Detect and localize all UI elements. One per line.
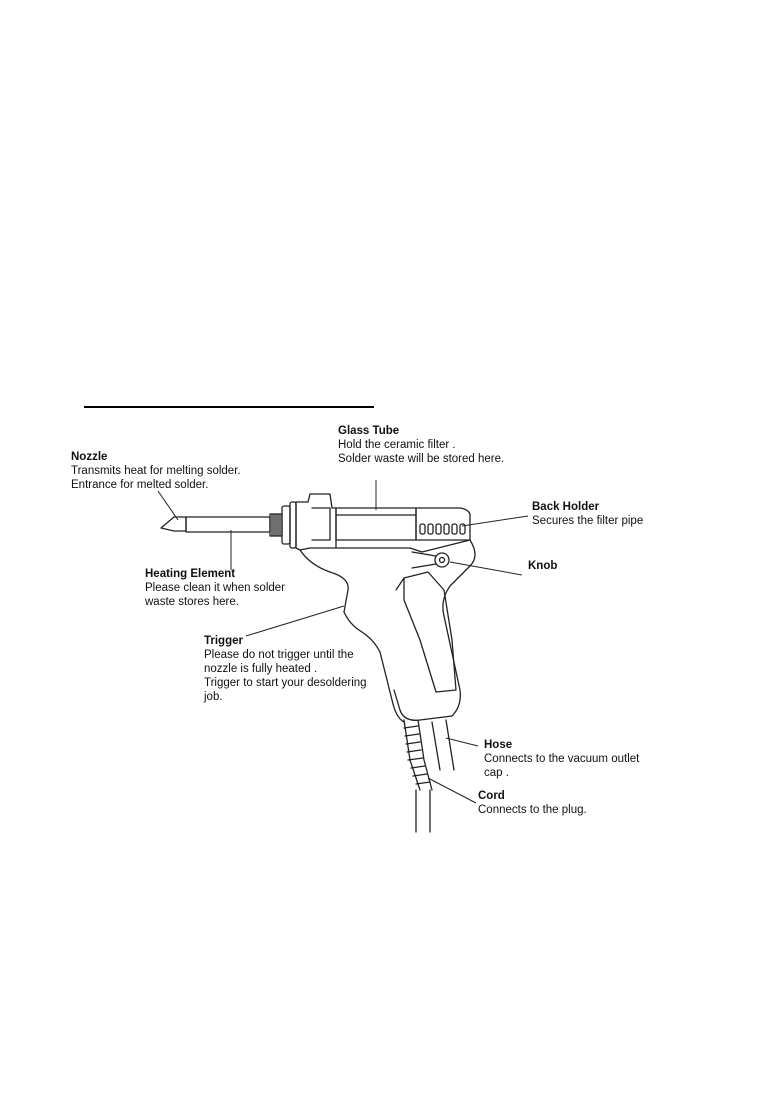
- glass-tube-desc-2: Solder waste will be stored here.: [338, 453, 505, 465]
- nozzle-desc-2: Entrance for melted solder.: [71, 479, 209, 491]
- cord-strain-relief: [403, 719, 433, 791]
- trigger-title: Trigger: [204, 635, 243, 647]
- cord-desc-1: Connects to the plug.: [478, 804, 587, 816]
- back-holder-desc-1: Secures the filter pipe: [532, 515, 644, 527]
- trigger-guard: [343, 611, 405, 723]
- trigger-desc-1: Please do not trigger until the: [204, 649, 354, 661]
- heating-element-desc-1: Please clean it when solder: [145, 582, 285, 594]
- nozzle-tip: [160, 516, 187, 532]
- glass-tube-desc-1: Hold the ceramic filter .: [338, 439, 456, 451]
- body-frame: [335, 539, 471, 553]
- cord-label: Cord Connects to the plug.: [478, 789, 587, 817]
- back-holder: [415, 507, 471, 541]
- power-cord: [415, 789, 431, 833]
- nozzle-label: Nozzle Transmits heat for melting solder…: [71, 450, 241, 492]
- trigger-desc-3: Trigger to start your desoldering: [204, 677, 367, 689]
- hose-label: Hose Connects to the vacuum outlet cap .: [484, 738, 639, 780]
- knob-leader: [449, 561, 523, 576]
- glass-tube-title: Glass Tube: [338, 425, 400, 437]
- nozzle-leader: [157, 490, 179, 521]
- gun-body-lower: [299, 549, 349, 613]
- cord-title: Cord: [478, 790, 505, 802]
- nozzle-title: Nozzle: [71, 451, 108, 463]
- hose-desc-1: Connects to the vacuum outlet: [484, 753, 640, 765]
- trigger-leader: [245, 605, 345, 637]
- trigger-label: Trigger Please do not trigger until the …: [204, 634, 367, 704]
- glass-tube: [335, 507, 417, 541]
- grip-panel: [403, 571, 457, 693]
- trigger-desc-2: nozzle is fully heated .: [204, 663, 318, 675]
- heating-element-desc-2: waste stores here.: [145, 596, 239, 608]
- heating-element-title: Heating Element: [145, 568, 236, 580]
- back-holder-title: Back Holder: [532, 501, 600, 513]
- glass-tube-label: Glass Tube Hold the ceramic filter . Sol…: [338, 424, 504, 466]
- heating-element-label: Heating Element Please clean it when sol…: [145, 567, 285, 609]
- knob-label: Knob: [528, 559, 557, 573]
- hose-leader: [445, 737, 479, 747]
- back-holder-label: Back Holder Secures the filter pipe: [532, 500, 643, 528]
- back-holder-leader: [461, 515, 529, 527]
- pistol-grip: [393, 539, 476, 721]
- back-holder-vents: [419, 523, 466, 535]
- knob-title: Knob: [528, 560, 558, 572]
- section-underline: [84, 406, 374, 408]
- vacuum-hose: [431, 719, 455, 771]
- hose-desc-2: cap .: [484, 767, 509, 779]
- heating-element-tube: [185, 516, 271, 533]
- knob: [434, 552, 450, 568]
- cord-leader: [427, 777, 477, 804]
- threaded-coupling: [269, 501, 297, 549]
- trigger-desc-4: job.: [204, 691, 223, 703]
- nozzle-desc-1: Transmits heat for melting solder.: [71, 465, 241, 477]
- hose-title: Hose: [484, 739, 513, 751]
